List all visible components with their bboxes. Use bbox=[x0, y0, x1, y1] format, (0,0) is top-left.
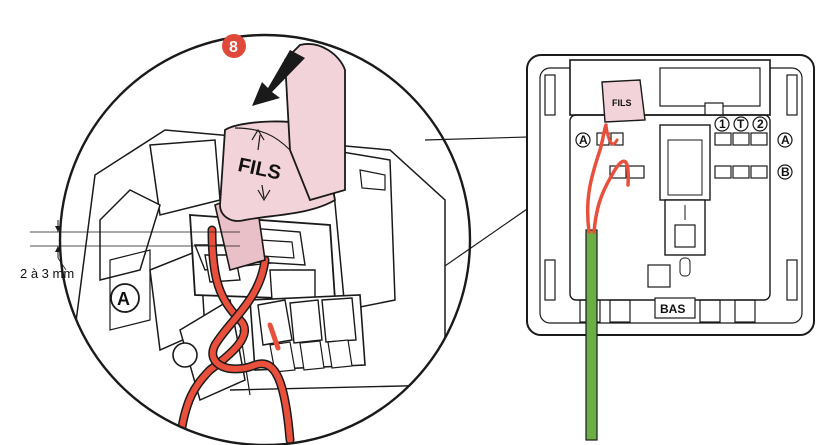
mini-red-wire-1 bbox=[585, 123, 608, 234]
terminal-b-badge bbox=[777, 164, 793, 180]
strip-length-indicator bbox=[30, 220, 240, 271]
mini-key-text: FILS bbox=[612, 98, 632, 108]
measure-label: 2 à 3 mm bbox=[20, 266, 74, 281]
terminal-t-label: T bbox=[737, 117, 745, 131]
zoom-detail bbox=[58, 33, 472, 445]
mini-key-tool bbox=[601, 79, 646, 123]
terminal-a-right-badge bbox=[777, 132, 793, 148]
step-number: 8 bbox=[229, 39, 238, 56]
terminal-2-badge bbox=[752, 116, 768, 132]
terminal-a-left-label: A bbox=[579, 133, 588, 147]
zoom-terminal-a-letter: A bbox=[117, 289, 130, 309]
base-bas-label: BAS bbox=[660, 302, 685, 316]
terminal-2-label: 2 bbox=[757, 117, 764, 131]
socket-base-plate bbox=[526, 54, 815, 336]
mini-red-wire-2 bbox=[592, 159, 630, 234]
terminal-1-label: 1 bbox=[719, 117, 726, 131]
terminal-a-left-badge bbox=[575, 132, 591, 148]
terminal-b-marker-partial bbox=[172, 342, 198, 368]
step-badge bbox=[222, 34, 246, 58]
zoom-circle-outline bbox=[58, 33, 472, 445]
terminal-a-marker bbox=[110, 283, 140, 313]
terminal-b-label: B bbox=[781, 165, 790, 179]
terminal-a-right-label: A bbox=[781, 133, 790, 147]
terminal-t-badge bbox=[733, 116, 749, 132]
terminal-1-badge bbox=[714, 116, 730, 132]
green-cable bbox=[585, 229, 598, 441]
fils-key-tool bbox=[214, 43, 346, 272]
insert-arrow-icon bbox=[252, 50, 305, 106]
